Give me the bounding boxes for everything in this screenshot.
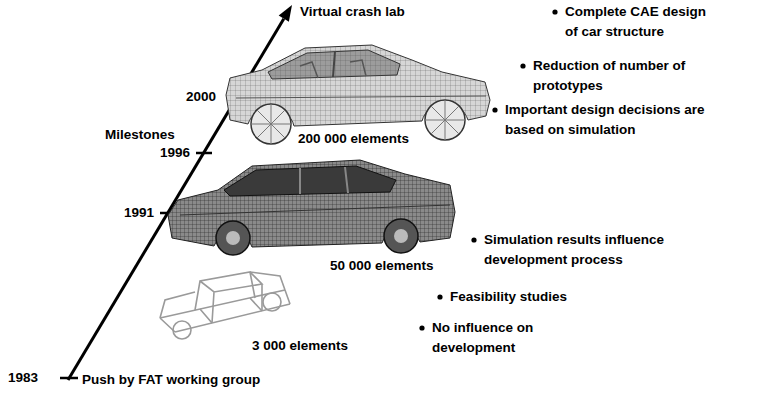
car-seat [300,60,366,78]
axis-label: Milestones [105,125,175,145]
bullet-dot [552,9,557,14]
frame-strut [160,272,285,318]
bullet-dot [471,237,476,242]
car-wheel [251,104,291,144]
axis-label: Push by FAT working group [82,370,260,390]
bullets [419,9,557,330]
milestone-note: Important design decisions are based on … [505,100,710,140]
frame-rail [160,290,285,318]
axis-arrowhead [279,5,292,22]
wheel-spokes [251,104,291,144]
tick-mark [60,377,78,380]
frame-wheel [263,293,281,311]
milestone-note: Complete CAE design of car structure [565,2,720,42]
bullet-dot [520,63,525,68]
car-model-mid [168,160,455,255]
car-wheel [425,100,465,140]
year-label: 2000 [186,87,216,107]
element-count: 50 000 elements [328,256,436,276]
frame-roof-hoop [195,272,262,323]
bullet-dot [437,294,442,299]
car-pillar [300,167,348,194]
car-window [224,166,396,196]
car-line [180,205,450,215]
year-label: 1983 [8,368,38,388]
milestone-note: No influence on development [432,318,554,358]
milestone-note: Simulation results influence development… [484,230,706,270]
car-pillar [333,51,335,77]
car-wheel [384,219,418,253]
frame-wheel [173,321,191,339]
tick-mark [196,152,212,155]
year-label: 1991 [124,203,154,223]
element-count: 3 000 elements [250,336,350,356]
frame-rail [175,304,290,332]
car-wheel [216,221,250,255]
wheel-hub [226,231,240,245]
frame-model [160,272,290,339]
car-window [268,50,400,79]
bullet-dot [419,325,424,330]
milestone-note: Reduction of number of prototypes [533,56,701,96]
year-label: 1996 [160,143,190,163]
milestone-note: Feasibility studies [450,287,567,307]
car-line [236,96,486,98]
car-mesh [268,50,400,79]
heading: Virtual crash lab [300,2,405,22]
element-count: 200 000 elements [296,129,411,149]
bullet-dot [492,107,497,112]
wheel-spokes [425,100,465,140]
wheel-hub [394,229,408,243]
